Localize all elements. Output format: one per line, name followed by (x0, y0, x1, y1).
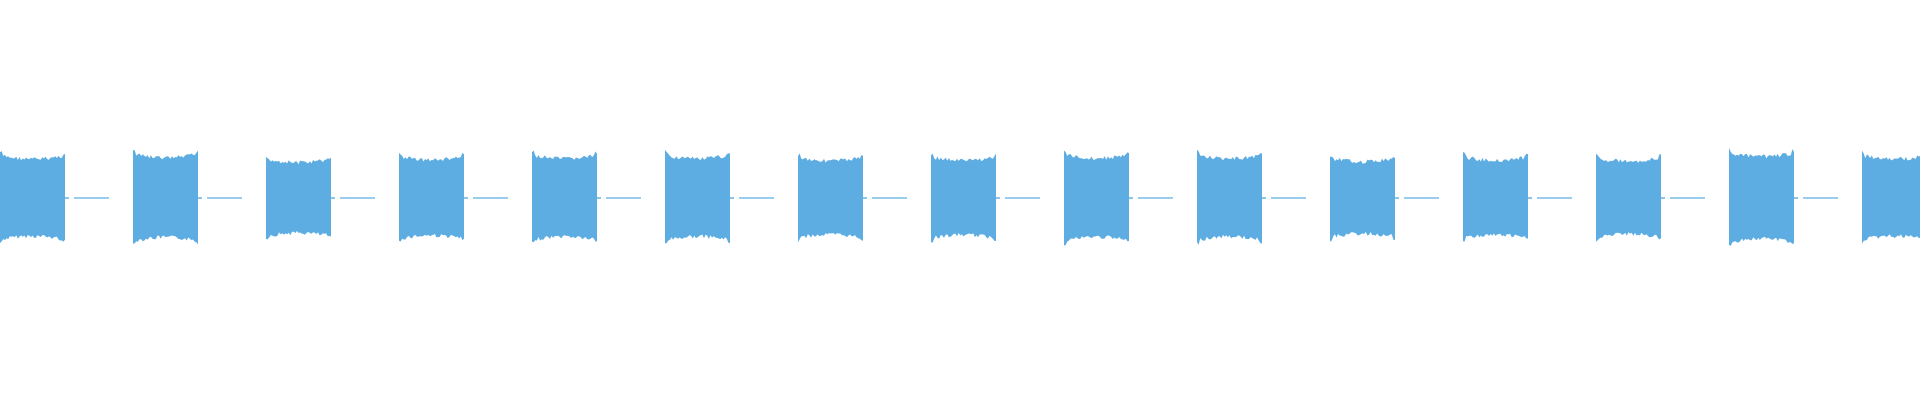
waveform-burst (931, 153, 996, 243)
waveform-burst (1330, 156, 1395, 242)
waveform-burst (665, 149, 730, 244)
waveform-burst (1197, 149, 1262, 245)
waveform-burst (399, 152, 464, 242)
waveform-burst (0, 151, 65, 243)
waveform-burst (532, 150, 597, 243)
waveform-bursts (0, 147, 1920, 246)
waveform-burst (133, 150, 198, 245)
waveform-burst (1064, 150, 1129, 246)
waveform-burst (1463, 152, 1528, 242)
waveform-burst (1862, 150, 1920, 244)
waveform-burst (798, 153, 863, 243)
waveform-burst (266, 156, 331, 240)
waveform-burst (1729, 147, 1794, 246)
waveform-burst (1596, 153, 1661, 242)
